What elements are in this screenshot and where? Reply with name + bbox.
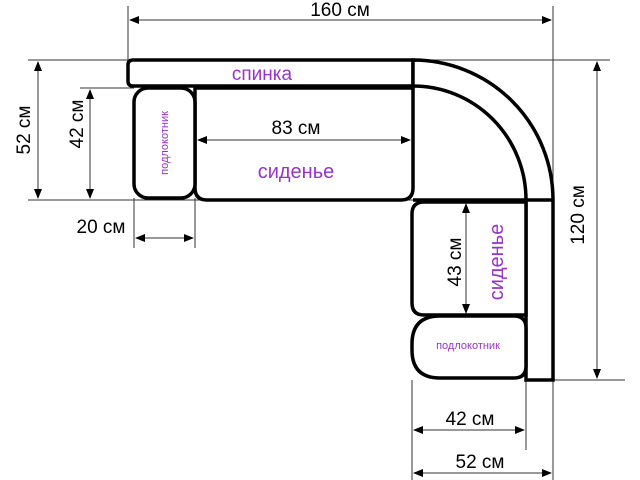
dim-left-seat-depth: 42 см: [67, 100, 88, 149]
armrest-right: [410, 314, 528, 380]
dim-seat-length: 83 см: [272, 118, 321, 139]
dim-total-width: 160 см: [310, 0, 370, 21]
dim-right-depth: 52 см: [456, 452, 505, 473]
sofa-outline: [126, 58, 555, 382]
dimension-lines: [34, 16, 601, 477]
label-armrest-left: подлокотник: [159, 111, 171, 175]
corner-backrest: [411, 58, 555, 382]
armrest-left: [132, 86, 197, 200]
backrest: [126, 58, 415, 88]
dim-left-depth: 52 см: [14, 106, 35, 155]
seat-left: [193, 86, 415, 202]
dim-armrest-width: 20 см: [77, 217, 126, 238]
label-seat-right: сиденье: [486, 224, 508, 301]
label-backrest: спинка: [232, 64, 293, 85]
dim-right-seat-depth: 42 см: [446, 409, 495, 430]
dim-total-length: 120 см: [568, 185, 589, 245]
label-seat-left: сиденье: [258, 161, 335, 183]
dim-right-seat-length: 43 см: [445, 238, 466, 287]
seat-right: [410, 200, 528, 317]
label-armrest-right: подлокотник: [436, 340, 500, 352]
